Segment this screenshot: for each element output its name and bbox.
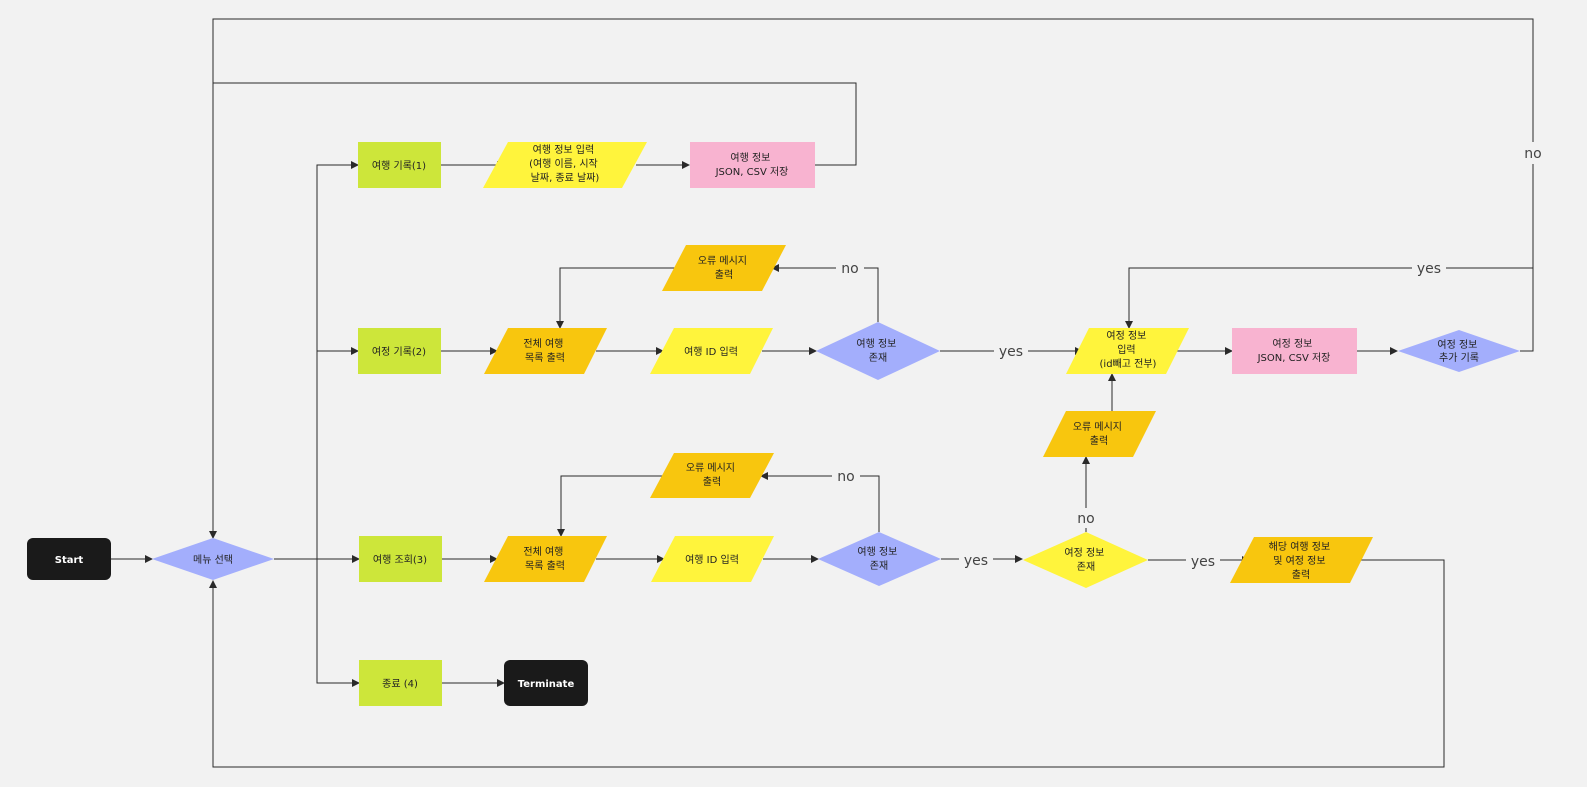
edge-to-record-trip — [316, 161, 359, 559]
label-no-exists-3: no — [837, 469, 854, 485]
trip-exists-2-decision[interactable]: 여행 정보 존재 — [816, 322, 940, 380]
trip-exists-3-line1: 여행 정보 — [857, 546, 897, 558]
error-msg-2-line1: 오류 메시지 — [698, 255, 747, 267]
menu-label: 메뉴 선택 — [193, 554, 233, 566]
trip-input-line1: 여행 정보 입력 — [533, 143, 595, 156]
trip-save-storage[interactable]: 여행 정보 JSON, CSV 저장 — [690, 142, 815, 188]
svg-text:여정 정보 입력 (id빼고: 여정 정보 입력 (id빼고 전부) — [1100, 330, 1157, 370]
itin-exists-decision[interactable]: 여정 정보 존재 — [1023, 532, 1148, 588]
svg-text:여정 정보 JSON, CSV 저장: 여정 정보 JSON, CSV 저장 — [1257, 338, 1331, 364]
label-yes-exists-3: yes — [964, 553, 988, 569]
quit-label: 종료 (4) — [382, 678, 418, 690]
error-msg-2-line2: 출력 — [715, 269, 733, 281]
svg-text:여행 정보 JSON, CSV 저장: 여행 정보 JSON, CSV 저장 — [715, 152, 789, 178]
record-itinerary-process[interactable]: 여정 기록(2) — [358, 328, 441, 374]
error-msg-3-io[interactable]: 오류 메시지 출력 — [650, 453, 774, 498]
svg-text:오류 메시지 출력: 오류 메시지 출력 — [686, 462, 738, 488]
svg-text:오류 메시지 출력: 오류 메시지 출력 — [1073, 421, 1125, 447]
output-info-line2: 및 여정 정보 — [1273, 555, 1325, 567]
itin-input-line3: (id빼고 전부) — [1100, 358, 1157, 370]
trip-save-line1: 여행 정보 — [730, 152, 770, 164]
itin-more-line2: 추가 기록 — [1439, 352, 1479, 364]
trip-id-input-2-label: 여행 ID 입력 — [684, 345, 738, 358]
edge-output-back-menu — [209, 559, 1445, 768]
svg-text:전체 여행 목록 출력: 전체 여행 목록 출력 — [523, 546, 566, 572]
output-info-line1: 해당 여행 정보 — [1269, 540, 1331, 553]
trip-save-line2: JSON, CSV 저장 — [715, 166, 789, 178]
itin-input-line1: 여정 정보 — [1106, 330, 1146, 342]
trip-id-input-2-io[interactable]: 여행 ID 입력 — [650, 328, 773, 374]
edge-to-record-itinerary — [316, 347, 359, 559]
list-all-3-line2: 목록 출력 — [525, 560, 565, 572]
error-msg-3-line2: 출력 — [703, 476, 721, 488]
itin-save-line2: JSON, CSV 저장 — [1257, 352, 1331, 364]
edge-save-back-menu — [209, 82, 857, 539]
svg-text:여정 정보 존재: 여정 정보 존재 — [1064, 547, 1107, 573]
list-all-2-line2: 목록 출력 — [525, 352, 565, 364]
label-no-more: no — [1524, 146, 1541, 162]
edges — [111, 18, 1534, 768]
edge-to-quit — [316, 559, 360, 687]
record-itinerary-label: 여정 기록(2) — [372, 346, 426, 358]
trip-exists-2-line1: 여행 정보 — [856, 338, 896, 350]
svg-text:해당 여행 정보 및 여정 정보: 해당 여행 정보 및 여정 정보 출력 — [1269, 540, 1334, 581]
list-all-2-line1: 전체 여행 — [523, 338, 563, 350]
trip-exists-3-line2: 존재 — [870, 560, 888, 572]
trip-input-line2: (여행 이름, 시작 — [529, 158, 598, 170]
edge-exists-no-3 — [760, 472, 880, 532]
nodes: Start 메뉴 선택 여행 기록(1) 여행 정보 입력 (여행 이름, 시작… — [27, 142, 1520, 706]
label-yes-more: yes — [1417, 261, 1441, 277]
record-trip-label: 여행 기록(1) — [372, 160, 426, 172]
edge-labels: no yes yes no no yes no yes — [832, 142, 1547, 571]
svg-text:여행 정보 존재: 여행 정보 존재 — [856, 338, 899, 364]
svg-text:여행 정보 존재: 여행 정보 존재 — [857, 546, 900, 572]
svg-text:오류 메시지 출력: 오류 메시지 출력 — [698, 255, 750, 281]
itin-more-decision[interactable]: 여정 정보 추가 기록 — [1398, 330, 1520, 372]
itin-input-line2: 입력 — [1117, 343, 1135, 356]
itin-exists-line2: 존재 — [1077, 561, 1095, 573]
label-no-itin-exists: no — [1077, 511, 1094, 527]
error-msg-itin-line1: 오류 메시지 — [1073, 421, 1122, 433]
svg-text:여정 정보 추가 기록: 여정 정보 추가 기록 — [1437, 339, 1480, 364]
quit-process[interactable]: 종료 (4) — [359, 660, 442, 706]
record-trip-process[interactable]: 여행 기록(1) — [358, 142, 441, 188]
start-node[interactable]: Start — [27, 538, 111, 580]
itin-exists-line1: 여정 정보 — [1064, 547, 1104, 559]
trip-id-input-3-io[interactable]: 여행 ID 입력 — [651, 536, 774, 582]
view-itinerary-process[interactable]: 여행 조회(3) — [359, 536, 442, 582]
start-label: Start — [55, 555, 84, 566]
error-msg-itin-line2: 출력 — [1090, 435, 1108, 447]
itin-save-line1: 여정 정보 — [1272, 338, 1312, 350]
list-all-3-io[interactable]: 전체 여행 목록 출력 — [484, 536, 607, 582]
svg-text:전체 여행 목록 출력: 전체 여행 목록 출력 — [523, 338, 566, 364]
trip-id-input-3-label: 여행 ID 입력 — [685, 553, 739, 566]
itin-input-io[interactable]: 여정 정보 입력 (id빼고 전부) — [1066, 328, 1189, 374]
trip-exists-2-line2: 존재 — [869, 352, 887, 364]
svg-text:여행 정보 입력 (여행 이름, 시작: 여행 정보 입력 (여행 이름, 시작 날짜, 종료 날짜) — [529, 143, 601, 184]
trip-input-io[interactable]: 여행 정보 입력 (여행 이름, 시작 날짜, 종료 날짜) — [483, 142, 647, 188]
itin-save-storage[interactable]: 여정 정보 JSON, CSV 저장 — [1232, 328, 1357, 374]
terminate-node[interactable]: Terminate — [504, 660, 588, 706]
edge-error-back-list-2 — [556, 267, 676, 329]
error-msg-2-io[interactable]: 오류 메시지 출력 — [662, 245, 786, 291]
list-all-2-io[interactable]: 전체 여행 목록 출력 — [484, 328, 607, 374]
label-no-exists-2: no — [841, 261, 858, 277]
output-info-line3: 출력 — [1292, 569, 1310, 581]
label-yes-exists-2: yes — [999, 344, 1023, 360]
trip-input-line3: 날짜, 종료 날짜) — [531, 172, 600, 184]
edge-error-back-list-3 — [557, 475, 665, 537]
output-info-io[interactable]: 해당 여행 정보 및 여정 정보 출력 — [1230, 537, 1373, 583]
list-all-3-line1: 전체 여행 — [523, 546, 563, 558]
error-msg-3-line1: 오류 메시지 — [686, 462, 735, 474]
trip-exists-3-decision[interactable]: 여행 정보 존재 — [818, 532, 941, 586]
itin-more-line1: 여정 정보 — [1437, 339, 1477, 351]
menu-decision[interactable]: 메뉴 선택 — [152, 538, 274, 580]
error-msg-itin-io[interactable]: 오류 메시지 출력 — [1043, 411, 1156, 457]
label-yes-itin-exists: yes — [1191, 554, 1215, 570]
edge-exists-no-2 — [771, 264, 879, 322]
terminate-label: Terminate — [518, 679, 575, 690]
view-itinerary-label: 여행 조회(3) — [373, 554, 427, 566]
